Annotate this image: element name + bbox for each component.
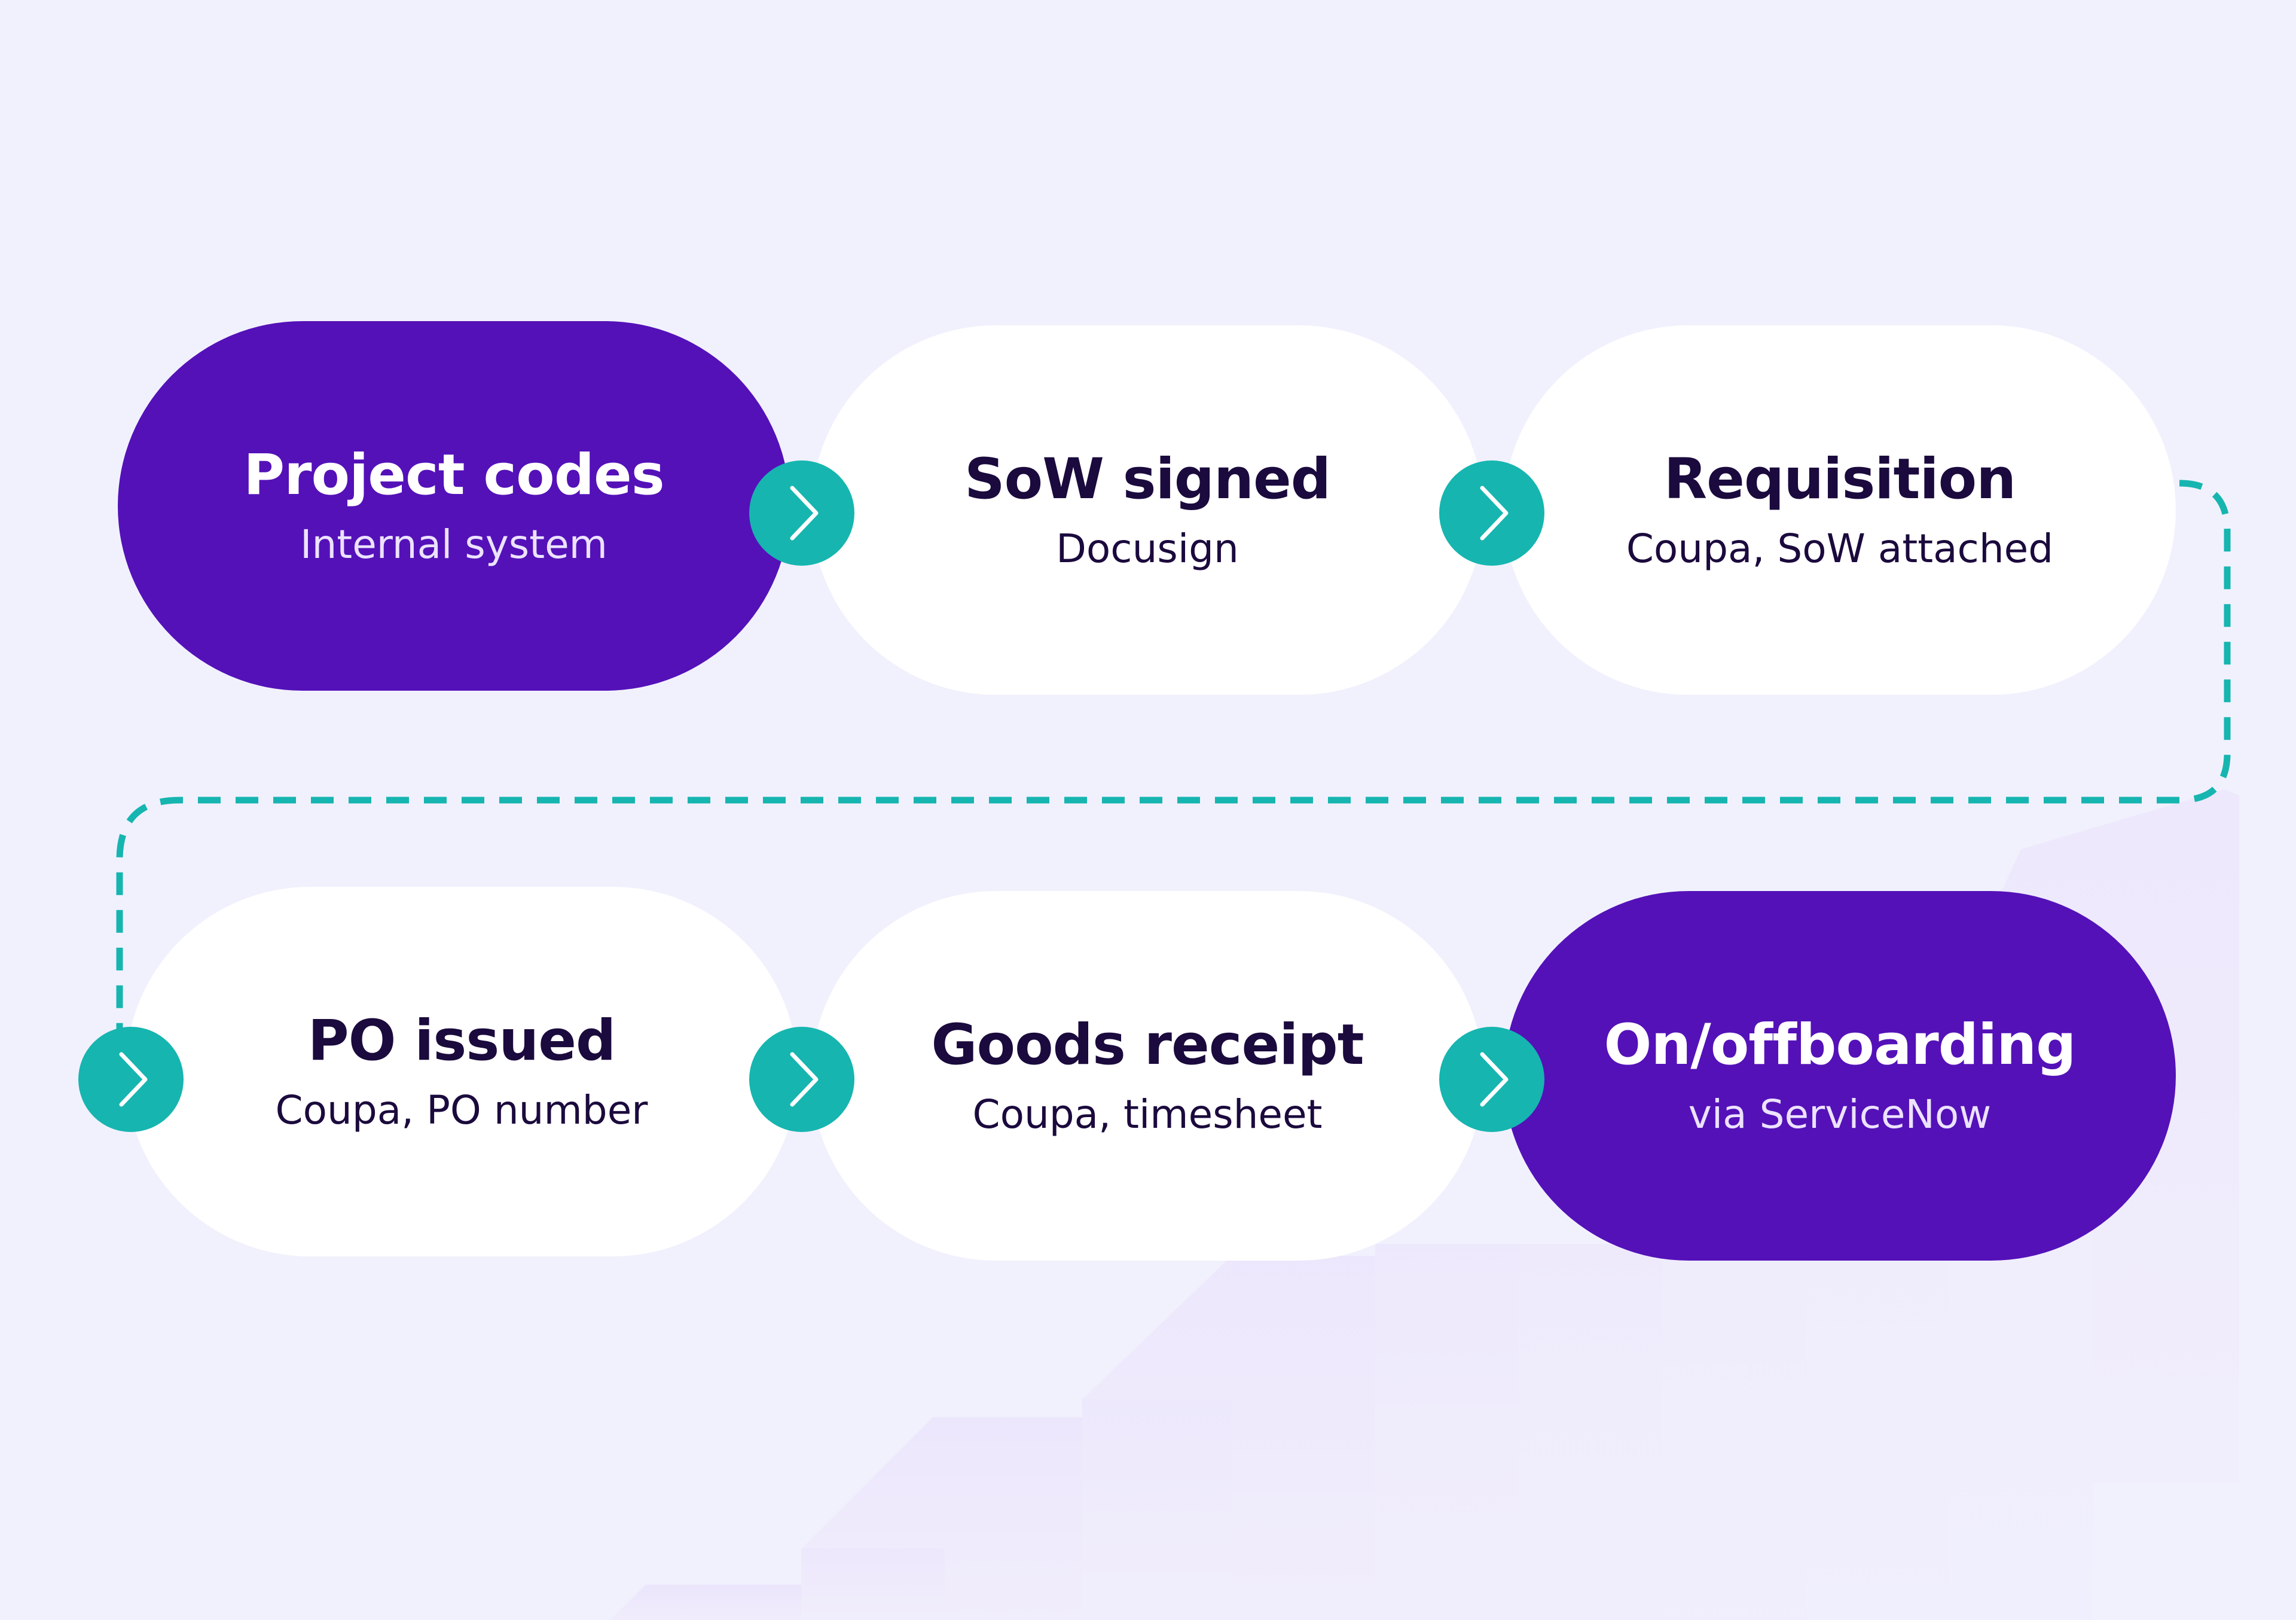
step-title: Project codes [243, 443, 664, 508]
chevron-right-icon [1439, 460, 1544, 566]
step-title: SoW signed [964, 447, 1331, 512]
step-subtitle: Coupa, PO number [275, 1087, 648, 1134]
step-subtitle: Coupa, SoW attached [1626, 526, 2054, 572]
step-goods-receipt: Goods receipt Coupa, timesheet [811, 891, 1483, 1261]
step-sow-signed: SoW signed Docusign [811, 325, 1483, 695]
step-subtitle: Internal system [300, 521, 607, 568]
step-title: PO issued [307, 1008, 616, 1074]
chevron-right-icon [78, 1027, 184, 1132]
step-project-codes: Project codes Internal system [118, 321, 790, 691]
step-requisition: Requisition Coupa, SoW attached [1504, 325, 2176, 695]
chevron-right-icon [1439, 1027, 1544, 1132]
step-subtitle: Docusign [1056, 526, 1239, 572]
step-po-issued: PO issued Coupa, PO number [126, 887, 798, 1256]
step-on-offboarding: On/offboarding via ServiceNow [1504, 891, 2176, 1261]
step-title: On/offboarding [1604, 1012, 2077, 1078]
step-title: Requisition [1663, 447, 2016, 512]
chevron-right-icon [749, 1027, 854, 1132]
step-subtitle: Coupa, timesheet [972, 1091, 1323, 1138]
step-title: Goods receipt [931, 1012, 1364, 1078]
step-subtitle: via ServiceNow [1688, 1091, 1992, 1138]
chevron-right-icon [749, 460, 854, 566]
